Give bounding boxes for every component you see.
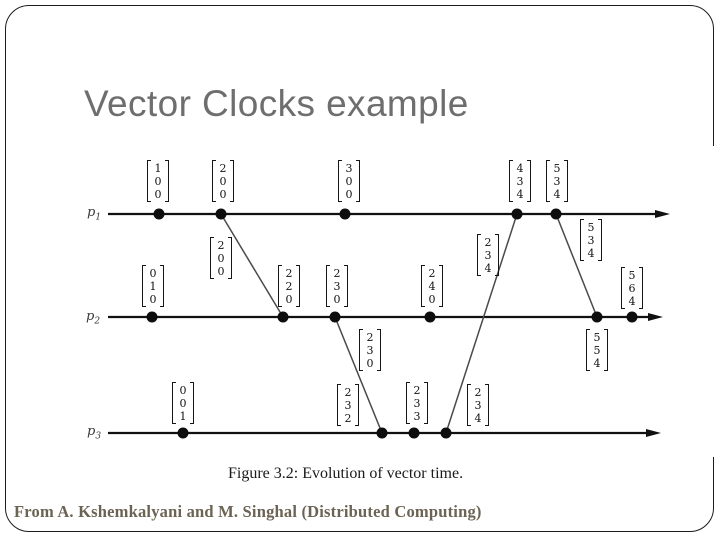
process-label-p1: p1 xyxy=(87,205,102,223)
process-label-p3: p3 xyxy=(87,424,102,442)
arrowhead-p2 xyxy=(648,313,663,321)
event-dot xyxy=(329,311,341,323)
message-arrow-p1-p2-second xyxy=(555,213,598,318)
figure-caption: Figure 3.2: Evolution of vector time. xyxy=(228,465,464,482)
event-dot xyxy=(153,208,165,220)
event-dot xyxy=(177,427,189,439)
attribution-text: From A. Kshemkalyani and M. Singhal (Dis… xyxy=(14,502,482,521)
event-dot xyxy=(215,208,227,220)
event-dot xyxy=(626,311,638,323)
event-dot xyxy=(277,311,289,323)
event-dot xyxy=(550,208,562,220)
message-arrow-p3-p1 xyxy=(445,213,518,434)
message-arrow-p1-p2 xyxy=(220,213,284,318)
event-dot xyxy=(339,208,351,220)
event-dot xyxy=(408,427,420,439)
event-dot xyxy=(146,311,158,323)
arrowhead-p3 xyxy=(646,429,661,437)
event-dot xyxy=(591,311,603,323)
message-arrow-p2-p3 xyxy=(334,316,383,434)
process-label-p2: p2 xyxy=(86,309,101,327)
event-dot xyxy=(424,311,436,323)
event-dot xyxy=(440,427,452,439)
border-cover xyxy=(704,146,720,457)
event-dot xyxy=(376,427,388,439)
arrowhead-p1 xyxy=(655,210,670,218)
event-dot xyxy=(511,208,523,220)
slide-title: Vector Clocks example xyxy=(84,82,469,124)
